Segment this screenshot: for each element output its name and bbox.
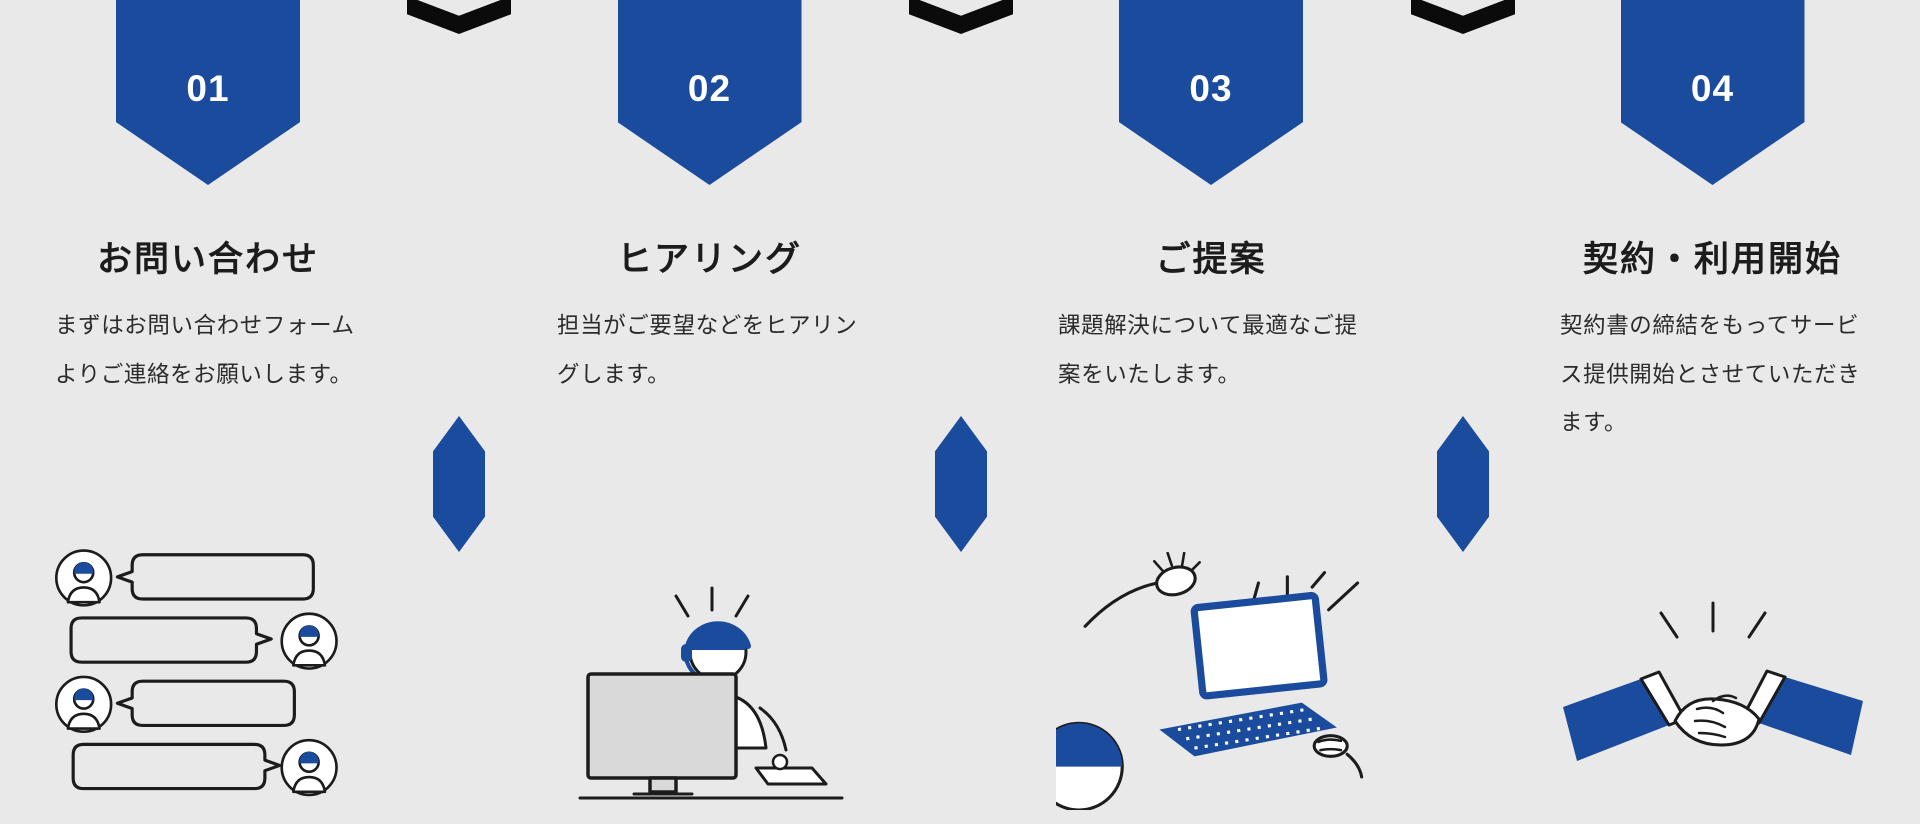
step-description: 担当がご要望などをヒアリングします。 [557, 313, 858, 387]
process-step-4: 04 契約・利用開始 契約書の締結をもってサービス提供開始とさせていただきます。 [1560, 0, 1865, 824]
step-title: ヒアリング [616, 240, 802, 279]
support-operator-illustration [560, 574, 860, 810]
step-title: ご提案 [1155, 240, 1267, 279]
step-number: 04 [1690, 68, 1735, 109]
step-number-banner: 02 [617, 0, 802, 185]
step-description: まずはお問い合わせフォームよりご連絡をお願いします。 [55, 313, 355, 387]
hexagon-arrow-icon [433, 416, 485, 552]
step-number: 01 [186, 68, 230, 109]
process-step-1: 01 お問い合わせ まずはお問い合わせフォームよりご連絡をお願いします。 [55, 0, 361, 824]
hexagon-arrow-icon [1437, 416, 1489, 552]
chevron-down-icon [909, 0, 1013, 34]
handshake-illustration [1562, 578, 1863, 810]
step-description: 課題解決について最適なご提案をいたします。 [1058, 313, 1358, 387]
step-number-banner: 03 [1119, 0, 1303, 185]
chevron-down-icon [407, 0, 511, 34]
step-number: 02 [687, 68, 732, 109]
step-title: 契約・利用開始 [1582, 240, 1842, 279]
laptop-presentation-illustration [1056, 552, 1366, 810]
step-number-banner: 04 [1620, 0, 1805, 185]
step-title: お問い合わせ [96, 240, 319, 279]
chat-conversation-illustration [50, 546, 366, 810]
process-step-2: 02 ヒアリング 担当がご要望などをヒアリングします。 [557, 0, 862, 824]
step-description: 契約書の締結をもってサービス提供開始とさせていただきます。 [1560, 313, 1861, 436]
process-step-3: 03 ご提案 課題解決について最適なご提案をいたします。 [1056, 0, 1366, 824]
chevron-down-icon [1411, 0, 1515, 34]
hexagon-arrow-icon [935, 416, 987, 552]
step-number: 03 [1189, 68, 1233, 109]
step-number-banner: 01 [116, 0, 300, 185]
